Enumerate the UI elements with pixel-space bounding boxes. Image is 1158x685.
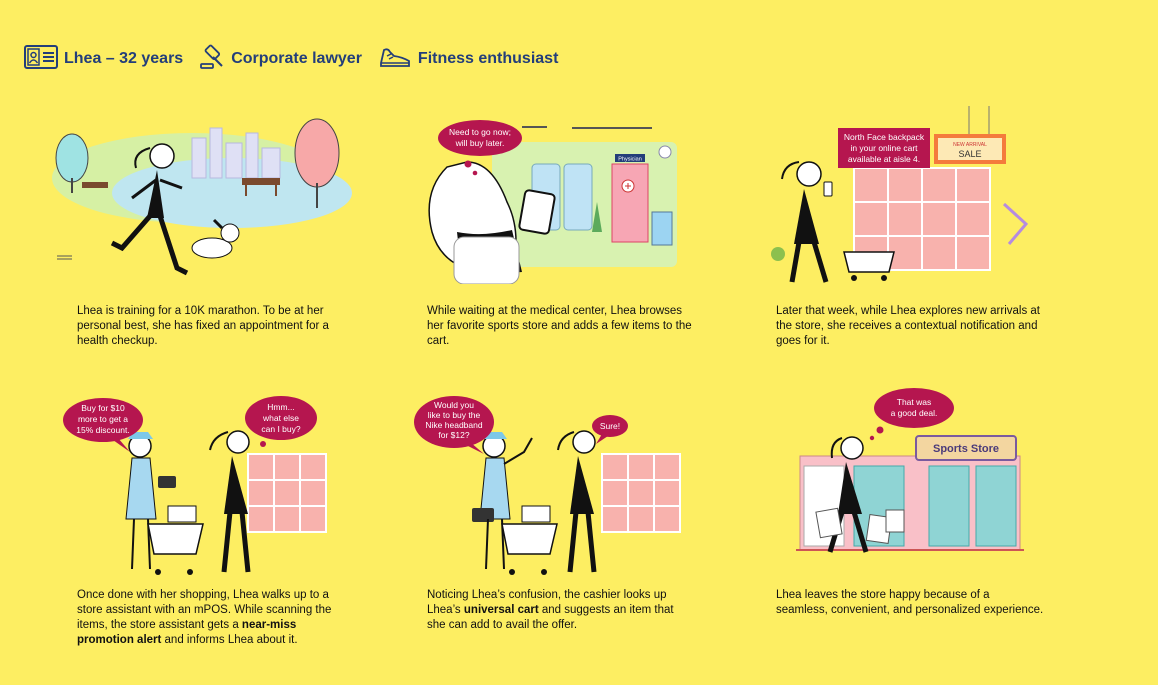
phone-device (518, 189, 556, 235)
physician-sign: Physician (618, 157, 642, 163)
mpos-device (158, 476, 176, 488)
svg-text:what else: what else (262, 413, 299, 423)
svg-text:Buy for $10: Buy for $10 (81, 403, 125, 413)
lhea-thought-bubble: Hmm... what else can I buy? (245, 396, 317, 447)
lhea-standing (209, 430, 251, 573)
svg-text:more to get a: more to get a (78, 414, 128, 424)
svg-text:Would you: Would you (434, 400, 474, 410)
caption-leaving-store: Lhea leaves the store happy because of a… (776, 589, 1044, 616)
sports-store-exit-illustration: Sports Store That was a good deal. (796, 388, 1024, 553)
thought-bubble: Need to go now; will buy later. (438, 120, 522, 176)
assistant-speech-bubble: Buy for $10 more to get a 15% discount. (63, 398, 143, 452)
svg-text:for $12?: for $12? (438, 430, 469, 440)
dog (191, 218, 240, 259)
svg-text:Nike headband: Nike headband (425, 420, 482, 430)
cashier-speech-bubble: Would you like to buy the Nike headband … (414, 396, 494, 454)
running-shoe-icon (378, 44, 412, 75)
caption-notification: Later that week, while Lhea explores new… (776, 305, 1041, 347)
shelf-grid (247, 453, 327, 533)
store-notification-illustration: NEW ARRIVAL SALE North Face backpack in … (771, 106, 1029, 283)
persona-header: Lhea – 32 years Corporate lawyer Fitness… (24, 44, 564, 74)
gavel-icon (199, 44, 225, 75)
shopping-cart (843, 251, 895, 281)
caption-near-miss-alert: Once done with her shopping, Lhea walks … (77, 589, 332, 646)
medical-center-illustration: Physician Need to go now; will buy later… (428, 120, 677, 284)
lhea-with-phone (781, 161, 833, 283)
caption-marathon: Lhea is training for a 10K marathon. To … (77, 305, 329, 347)
cashier-suggestion-illustration: Would you like to buy the Nike headband … (414, 396, 681, 575)
persona-age: Lhea – 32 years (24, 44, 184, 74)
mpos-assistant-illustration: Buy for $10 more to get a 15% discount. … (63, 396, 327, 575)
notification-line-1: North Face backpack (844, 132, 925, 142)
job-label: Corporate lawyer (231, 50, 362, 67)
lhea-walking (827, 436, 869, 553)
svg-text:SALE: SALE (958, 149, 981, 159)
shopping-bags (815, 507, 905, 544)
lhea-speech-bubble: Sure! (592, 415, 628, 444)
store-sign: Sports Store (915, 435, 1017, 461)
shopping-cart (147, 505, 204, 575)
shelf-grid (601, 453, 681, 533)
bubble-line-1: Need to go now; (449, 127, 511, 137)
shopping-cart (501, 505, 558, 575)
svg-text:Sports Store: Sports Store (933, 443, 999, 455)
lhea-running (110, 143, 189, 276)
svg-text:15% discount.: 15% discount. (76, 425, 129, 435)
running-park-illustration (52, 118, 352, 276)
hobby-label: Fitness enthusiast (417, 50, 559, 67)
caption-medical-center: While waiting at the medical center, Lhe… (427, 305, 692, 347)
svg-text:That was: That was (897, 397, 932, 407)
persona-hobby: Fitness enthusiast (378, 44, 558, 75)
notification-line-3: available at aisle 4. (848, 154, 920, 164)
lhea-standing (557, 430, 597, 573)
cashier (472, 432, 533, 570)
svg-text:Hmm...: Hmm... (267, 402, 294, 412)
svg-text:a good deal.: a good deal. (891, 408, 938, 418)
notification-line-2: in your online cart (850, 143, 918, 153)
mpos-device (472, 508, 494, 522)
age-label: Lhea – 32 years (64, 50, 184, 67)
sale-sign: NEW ARRIVAL SALE (934, 106, 1006, 164)
svg-text:NEW ARRIVAL: NEW ARRIVAL (953, 142, 987, 148)
persona-job: Corporate lawyer (199, 44, 362, 75)
svg-text:Sure!: Sure! (600, 421, 620, 431)
id-card-icon (24, 44, 58, 74)
bubble-line-2: will buy later. (455, 138, 505, 148)
svg-text:like to buy the: like to buy the (428, 410, 481, 420)
svg-text:can I buy?: can I buy? (261, 424, 300, 434)
notification-card (838, 128, 930, 168)
caption-universal-cart: Noticing Lhea’s confusion, the cashier l… (427, 589, 674, 631)
thought-bubble: That was a good deal. (869, 388, 954, 441)
